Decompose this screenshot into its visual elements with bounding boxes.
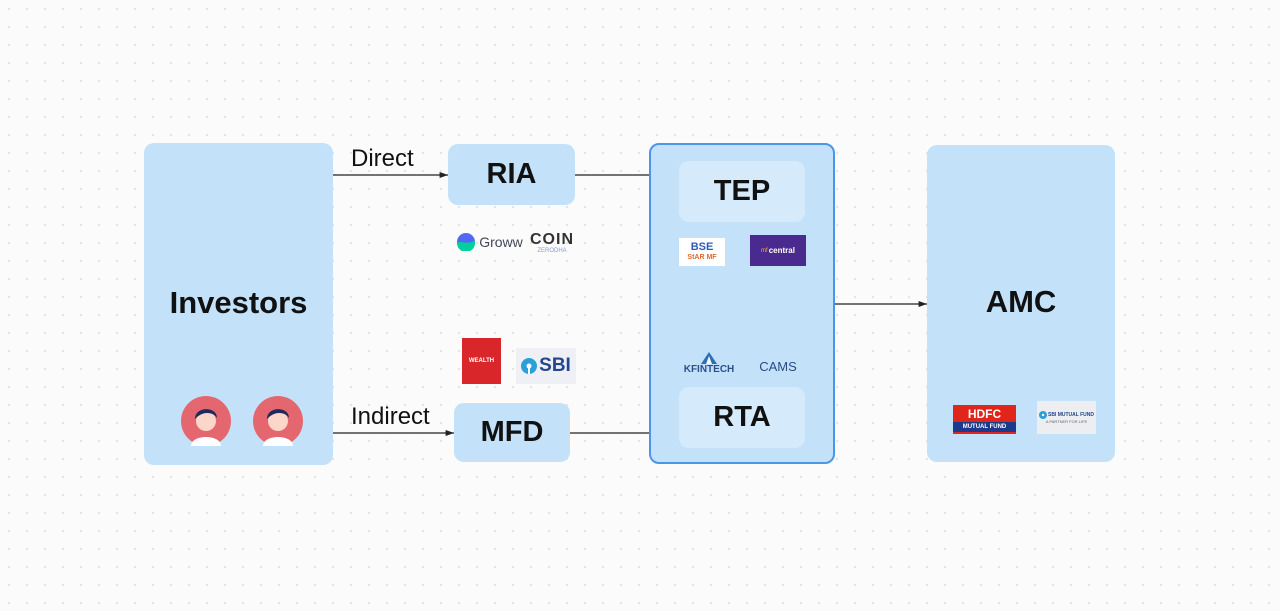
sbimf-icon <box>1038 410 1047 419</box>
tep-node: TEP <box>679 161 805 222</box>
bse-logo: BSE StAR MF <box>679 238 725 266</box>
avatar-icon <box>253 396 303 446</box>
edge-label-direct: Direct <box>351 145 414 172</box>
sbimf-logo: SBI MUTUAL FUND A PARTNER FOR LIFE <box>1037 401 1096 434</box>
ria-node: RIA <box>448 144 575 205</box>
edge-label-indirect: Indirect <box>351 403 430 430</box>
hdfc-logo: HDFC MUTUAL FUND <box>953 405 1016 434</box>
cams-logo: CAMS <box>759 358 797 374</box>
rta-label: RTA <box>713 401 771 433</box>
amc-label: AMC <box>985 284 1057 319</box>
mfd-node: MFD <box>454 403 570 462</box>
mfd-label: MFD <box>480 416 544 448</box>
wealth-logo: WEALTH <box>462 338 501 384</box>
kfintech-logo: KFINTECH <box>681 350 737 376</box>
coin-logo: COIN ZERODHA <box>530 230 574 254</box>
investors-node: Investors <box>144 143 333 465</box>
groww-icon <box>457 233 476 251</box>
mfcentral-logo: mf central <box>750 235 806 266</box>
sbi-icon <box>521 358 538 374</box>
ria-label: RIA <box>486 158 537 190</box>
avatar-icon <box>181 396 231 446</box>
investors-label: Investors <box>169 284 308 320</box>
sbi-logo: SBI <box>516 348 576 384</box>
rta-node: RTA <box>679 387 805 448</box>
tep-label: TEP <box>713 175 771 207</box>
kfintech-icon <box>701 351 717 364</box>
groww-logo: Groww <box>455 232 525 252</box>
